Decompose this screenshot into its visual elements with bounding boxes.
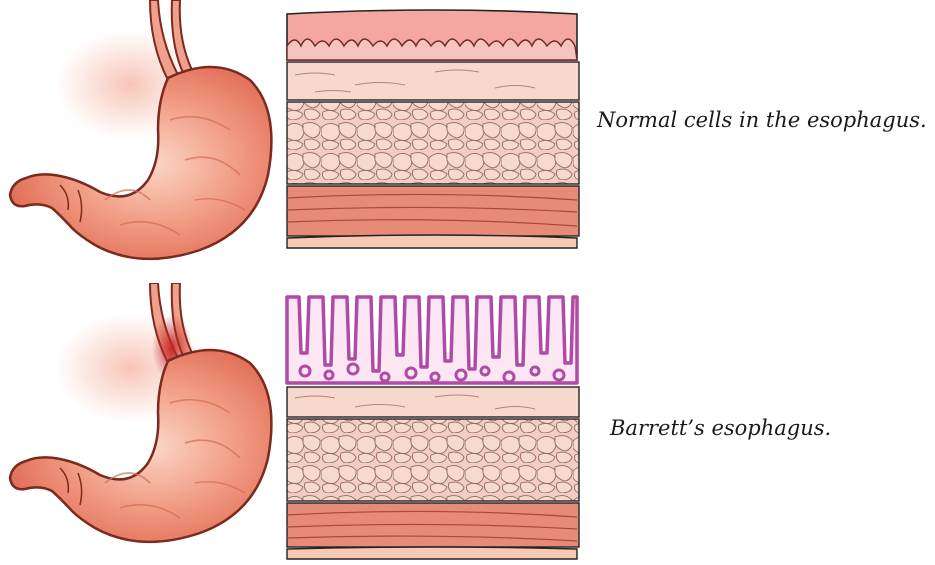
stomach-illustration-barretts (0, 283, 285, 565)
normal-panel: Normal cells in the esophagus. (0, 0, 935, 282)
caption-barretts: Barrett’s esophagus. (610, 416, 831, 440)
tissue-cross-section-normal (285, 0, 585, 282)
caption-normal: Normal cells in the esophagus. (597, 108, 927, 132)
barretts-panel: Barrett’s esophagus. (0, 283, 935, 565)
tissue-cross-section-barretts (285, 283, 585, 565)
stomach-illustration-normal (0, 0, 285, 282)
